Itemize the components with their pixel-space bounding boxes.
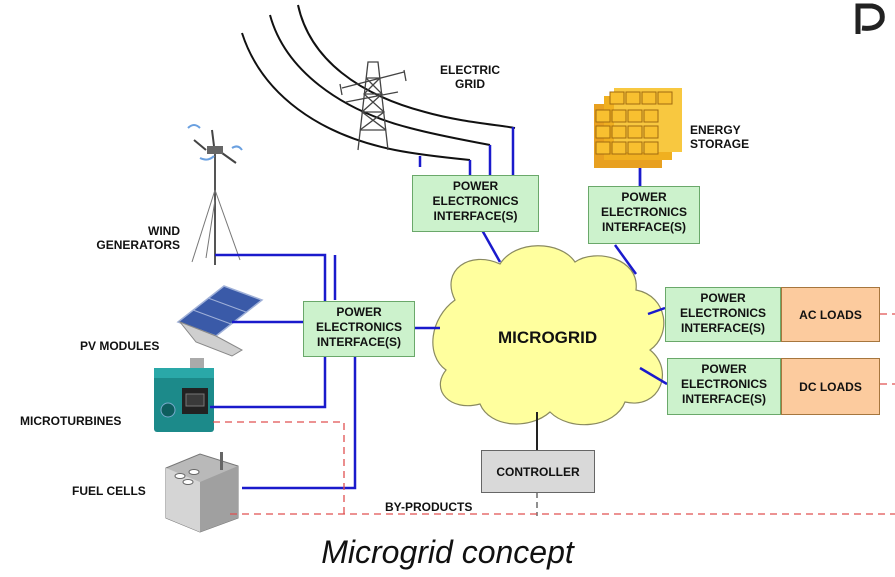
microgrid-label: MICROGRID [498, 328, 598, 347]
pv-modules-label: PV MODULES [80, 339, 160, 353]
microturbine-icon [154, 358, 214, 432]
byproduct-lines [213, 313, 895, 516]
caption: Microgrid concept [321, 534, 574, 570]
pv-panel-icon [176, 285, 264, 357]
controller-box: CONTROLLER [481, 450, 595, 493]
fuel-cells-label: FUEL CELLS [72, 484, 146, 498]
cropped-title-fragment [855, 3, 885, 34]
transmission-tower-icon [339, 61, 407, 151]
dc-loads-box: DC LOADS [781, 358, 880, 415]
wind-turbine-icon [187, 124, 243, 265]
microgrid-cloud [432, 245, 665, 426]
battery-bank-icon [594, 88, 682, 168]
overhead-power-wires [241, 4, 516, 161]
power-connections [210, 127, 668, 490]
by-products-label: BY-PRODUCTS [385, 500, 473, 514]
ac-loads-box: AC LOADS [781, 287, 880, 342]
fuel-cell-icon [165, 452, 239, 533]
microturbines-label: MICROTURBINES [20, 414, 122, 428]
